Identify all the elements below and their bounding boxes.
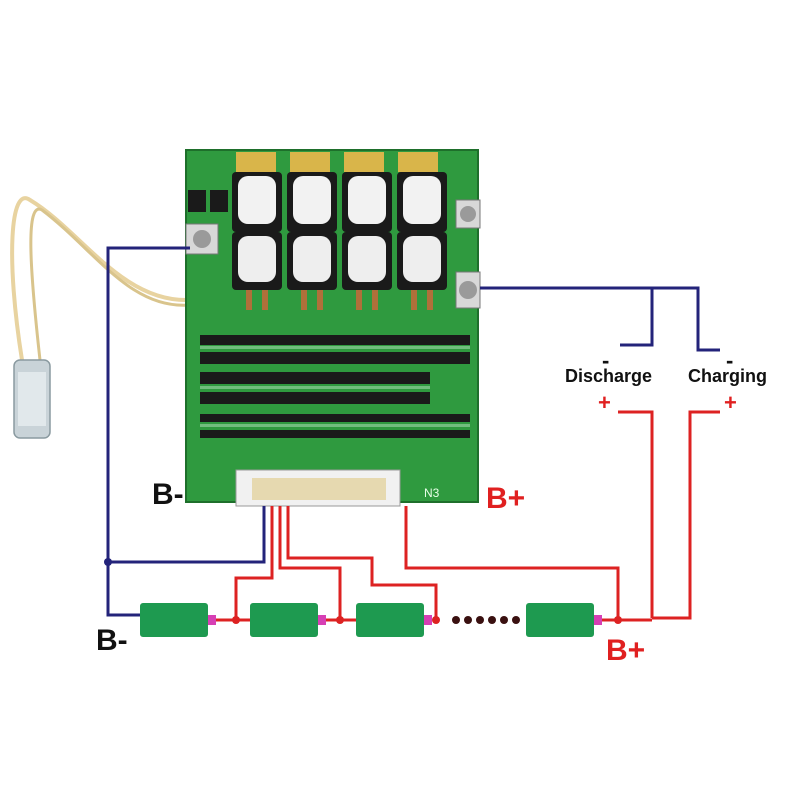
discharge-minus-sign: - xyxy=(602,348,610,373)
charging-plus-sign: + xyxy=(724,390,737,415)
balance-connector xyxy=(235,469,401,507)
b-minus-board-label: B- xyxy=(152,478,184,511)
b-minus-pack-label: B- xyxy=(96,624,128,657)
charging-minus-sign: - xyxy=(726,348,734,373)
junctions-positive xyxy=(232,616,622,624)
negative-wiring xyxy=(106,246,720,617)
b-plus-board-label: B+ xyxy=(486,482,526,515)
discharge-label: Discharge xyxy=(565,366,653,386)
charging-label: Charging xyxy=(688,366,767,386)
discharge-plus-sign: + xyxy=(598,390,611,415)
cell-n xyxy=(526,603,594,637)
battery-cells xyxy=(140,603,602,637)
mosfet-row-top xyxy=(232,172,447,232)
cell-2 xyxy=(250,603,318,637)
bms-board xyxy=(185,149,481,507)
b-plus-pack-label: B+ xyxy=(606,634,646,667)
top-tabs xyxy=(236,152,438,172)
series-dots xyxy=(452,616,520,624)
temperature-sensor xyxy=(10,196,191,439)
mosfet-row-bottom xyxy=(232,232,447,290)
screw-terminals xyxy=(185,199,481,309)
cell-1 xyxy=(140,603,208,637)
connector-label: N3 xyxy=(424,486,440,500)
resistor-bank xyxy=(188,190,470,438)
junction-negative xyxy=(104,558,112,566)
cell-3 xyxy=(356,603,424,637)
smd-highlights xyxy=(200,346,470,427)
mosfet-legs xyxy=(246,290,433,310)
positive-wiring xyxy=(234,410,720,620)
